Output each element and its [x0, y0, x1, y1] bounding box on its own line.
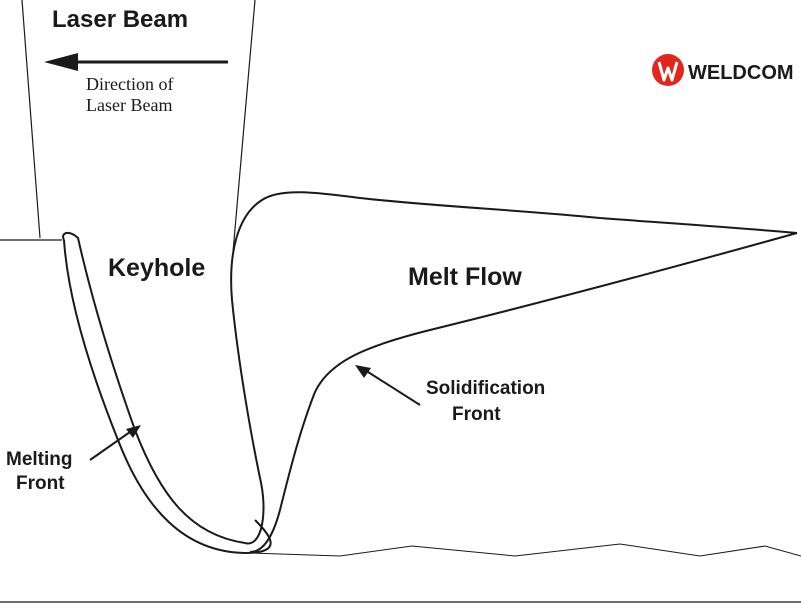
- laser-beam-right-edge: [232, 0, 256, 253]
- solidification-pointer-line: [367, 371, 421, 406]
- direction-label-line2: Laser Beam: [86, 95, 172, 115]
- melting-front-inner: [63, 239, 272, 555]
- solidification-pointer-arrowhead: [355, 365, 371, 378]
- weldcom-logo: WELDCOM: [652, 54, 794, 86]
- keyhole-label: Keyhole: [108, 254, 205, 282]
- solidification-label-line2: Front: [452, 404, 501, 425]
- laser-beam-left-edge: [21, 0, 41, 239]
- melting-label-line1: Melting: [6, 449, 73, 470]
- solidification-front-line: [249, 232, 798, 553]
- melt-flow-label: Melt Flow: [408, 263, 522, 291]
- melting-pointer-line: [89, 431, 131, 461]
- melt-pool-upper-boundary: [230, 191, 798, 545]
- direction-label-line1: Direction of: [86, 74, 173, 94]
- weldcom-logo-text: WELDCOM: [688, 62, 794, 84]
- melting-pointer-arrowhead: [126, 425, 141, 438]
- direction-arrow-icon: [44, 53, 78, 71]
- solidification-label-line1: Solidification: [426, 378, 545, 399]
- melting-front-outer: [62, 232, 246, 544]
- fusion-boundary: [249, 543, 801, 557]
- melting-label-line2: Front: [16, 473, 65, 494]
- laser-beam-title: Laser Beam: [52, 6, 188, 33]
